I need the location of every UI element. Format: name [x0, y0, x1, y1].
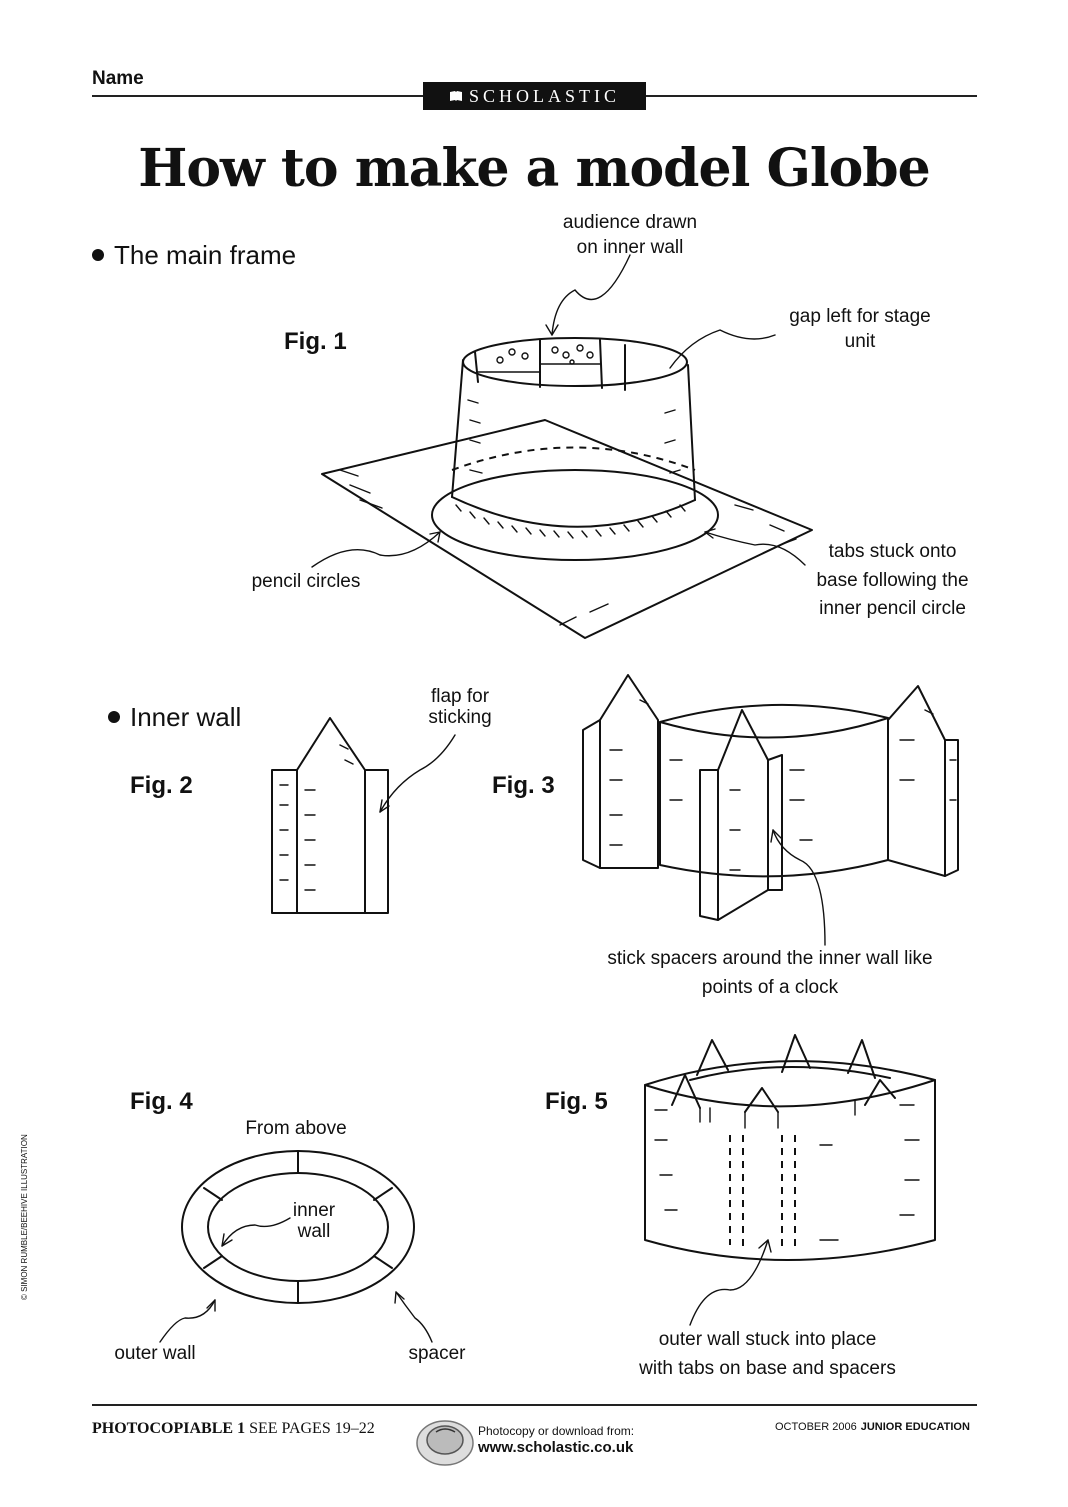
flap-line-2: sticking	[428, 707, 492, 729]
audience-line-1: audience drawn	[562, 212, 698, 233]
gap-line-2: unit	[844, 331, 876, 353]
fig3-label: Fig. 3	[492, 772, 555, 799]
inner-wall-line-2: wall	[297, 1220, 331, 1242]
fig4-label: Fig. 4	[130, 1088, 193, 1115]
section-inner-wall: Inner wall	[108, 702, 241, 733]
tabs-annotation: tabs stuck onto base following the inner…	[795, 538, 990, 624]
fig5-label: Fig. 5	[545, 1088, 608, 1115]
inner-wall-annotation: inner wall	[274, 1200, 354, 1243]
page-title: How to make a model Globe	[138, 138, 931, 199]
outer-stuck-line-2: with tabs on base and spacers	[639, 1357, 896, 1379]
audience-annotation: audience drawn on inner wall	[530, 210, 730, 260]
gap-annotation: gap left for stage unit	[765, 304, 955, 354]
spacers-line-1: stick spacers around the inner wall like	[607, 948, 933, 969]
fig1-label: Fig. 1	[284, 328, 347, 355]
spacers-line-2: points of a clock	[701, 977, 839, 999]
tabs-line-2: base following the	[816, 569, 969, 591]
gap-line-1: gap left for stage	[789, 306, 931, 327]
website-link[interactable]: www.scholastic.co.uk	[478, 1439, 634, 1456]
logo-text: SCHOLASTIC	[468, 85, 620, 106]
section-inner-wall-label: Inner wall	[130, 702, 242, 732]
footer-rule	[92, 1404, 977, 1406]
fig2-label: Fig. 2	[130, 772, 193, 799]
tabs-line-3: inner pencil circle	[819, 598, 966, 619]
photocopiable-label: PHOTOCOPIABLE 1 SEE PAGES 19–22	[92, 1420, 375, 1438]
outer-stuck-line-1: outer wall stuck into place	[658, 1329, 877, 1350]
bullet-icon	[108, 711, 120, 724]
illustration-credit: © SIMON RUMBLE/BEEHIVE ILLUSTRATION	[20, 1134, 29, 1300]
photocopy-text: Photocopy or download from:	[478, 1424, 635, 1438]
tabs-line-1: tabs stuck onto	[828, 541, 957, 562]
fig5-drawing	[644, 1034, 936, 1326]
fig3-drawing	[582, 674, 959, 946]
spacers-annotation: stick spacers around the inner wall like…	[560, 944, 980, 1003]
see-pages-text: SEE PAGES 19–22	[245, 1420, 375, 1437]
audience-line-2: on inner wall	[576, 237, 684, 259]
outer-stuck-annotation: outer wall stuck into place with tabs on…	[600, 1326, 935, 1383]
photocopiable-text: PHOTOCOPIABLE 1	[92, 1420, 246, 1437]
spacer-annotation: spacer	[408, 1343, 466, 1364]
inner-wall-line-1: inner	[292, 1200, 336, 1221]
flap-line-1: flap for	[430, 686, 490, 707]
outer-wall-annotation: outer wall	[114, 1343, 196, 1364]
scholastic-logo: SCHOLASTIC	[423, 82, 646, 110]
fig1-drawing	[311, 254, 813, 639]
from-above-label: From above	[245, 1118, 347, 1139]
book-icon	[449, 91, 462, 101]
computer-mouse-icon	[416, 1420, 474, 1466]
fig4-drawing	[159, 1150, 433, 1343]
section-main-frame-label: The main frame	[114, 240, 297, 270]
pencil-annotation: pencil circles	[251, 571, 361, 592]
name-label: Name	[92, 68, 144, 89]
magazine-name: JUNIOR EDUCATION	[860, 1421, 970, 1433]
flap-annotation: flap for sticking	[405, 686, 515, 729]
bullet-icon	[92, 249, 104, 262]
issue-date: OCTOBER 2006	[775, 1421, 857, 1433]
section-main-frame: The main frame	[92, 240, 296, 271]
fig2-drawing	[271, 717, 456, 914]
